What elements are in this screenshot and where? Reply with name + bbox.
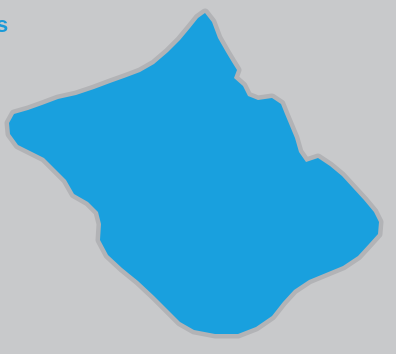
region-shape[interactable]	[9, 13, 379, 334]
cropped-label-text: s	[0, 12, 9, 37]
